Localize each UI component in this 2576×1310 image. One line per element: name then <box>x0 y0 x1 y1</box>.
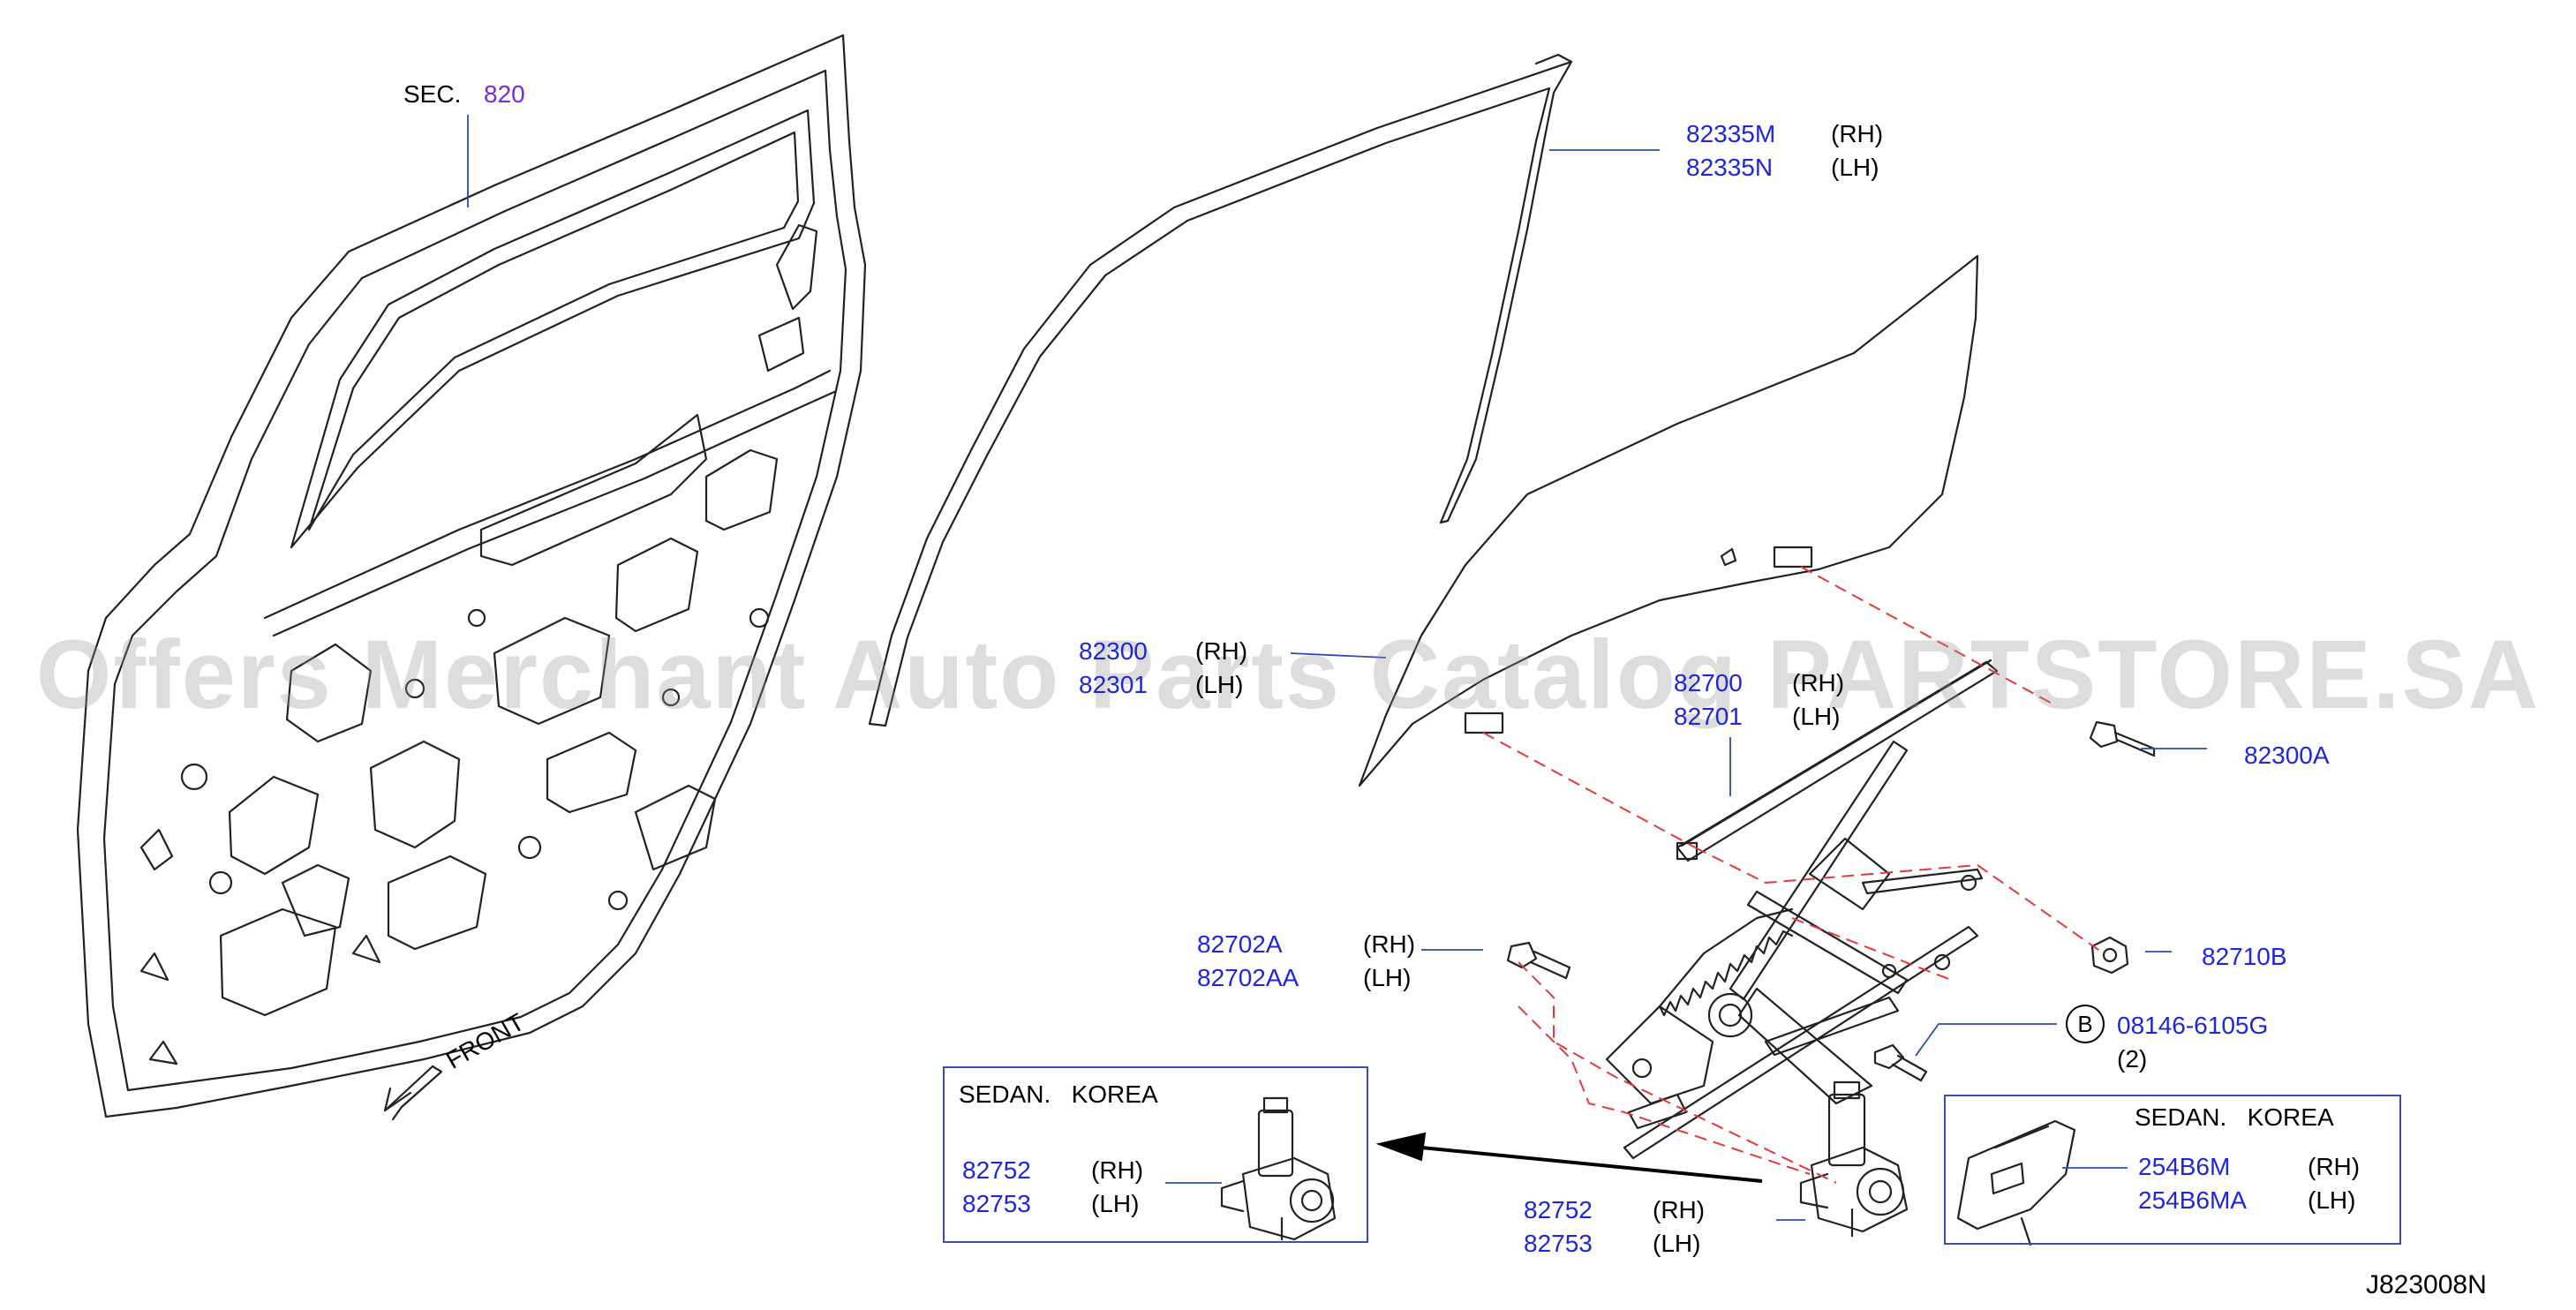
glass-bolt-82300A <box>2089 720 2156 757</box>
part-number-82700[interactable]: 82700 <box>1674 669 1743 696</box>
part-number-82753[interactable]: 82753 <box>1524 1230 1593 1257</box>
box-module-drawing <box>1956 1119 2076 1246</box>
part-number-82710B[interactable]: 82710B <box>2202 943 2287 970</box>
side-lh: (LH) <box>1831 154 1879 181</box>
side-lh: (LH) <box>1653 1230 1701 1257</box>
side-lh: (LH) <box>2308 1186 2356 1214</box>
box-part-number-254B6MA[interactable]: 254B6MA <box>2138 1186 2247 1214</box>
side-lh: (LH) <box>1195 671 1244 698</box>
part-number-08146-6105G[interactable]: 08146-6105G <box>2117 1012 2269 1039</box>
box-part-number-82752[interactable]: 82752 <box>962 1156 1031 1184</box>
variant-box-motor-title: SEDAN. KOREA <box>959 1080 1158 1108</box>
variant-box-module <box>1944 1095 2401 1245</box>
side-lh: (LH) <box>1091 1190 1140 1217</box>
side-rh: (RH) <box>1831 120 1884 147</box>
box-motor-drawing <box>1220 1096 1337 1241</box>
nut-82710B <box>2090 936 2129 975</box>
door-glass <box>1358 254 1979 787</box>
quantity-label: (2) <box>2117 1045 2148 1073</box>
dashed-alignment-lines <box>1482 566 2102 1184</box>
bolt-08146-6105G <box>1873 1043 1928 1082</box>
regulator-bolt-82702A <box>1506 941 1571 980</box>
side-rh: (RH) <box>1792 669 1845 696</box>
leader-lines <box>467 115 2207 1221</box>
side-rh: (RH) <box>2308 1153 2361 1180</box>
part-number-82335N[interactable]: 82335N <box>1686 154 1774 181</box>
side-lh: (LH) <box>1363 964 1412 991</box>
side-rh: (RH) <box>1653 1196 1706 1223</box>
fastener-marker-b: B <box>2066 1005 2105 1043</box>
part-number-82702A[interactable]: 82702A <box>1197 930 1283 958</box>
part-number-82300A[interactable]: 82300A <box>2244 742 2330 769</box>
part-number-82301[interactable]: 82301 <box>1079 671 1148 698</box>
side-rh: (RH) <box>1195 637 1248 665</box>
side-rh: (RH) <box>1363 930 1416 958</box>
callout-arrow <box>1375 1132 1763 1183</box>
regulator-motor <box>1799 1080 1909 1238</box>
part-number-82701[interactable]: 82701 <box>1674 703 1743 730</box>
part-number-82300[interactable]: 82300 <box>1079 637 1148 665</box>
glass-run-weatherstrip <box>868 53 1573 727</box>
part-number-82752[interactable]: 82752 <box>1524 1196 1593 1223</box>
part-number-82702AA[interactable]: 82702AA <box>1197 964 1299 991</box>
section-prefix: SEC. <box>403 80 462 108</box>
section-number-link[interactable]: 820 <box>484 80 525 108</box>
variant-box-module-title: SEDAN. KOREA <box>2135 1103 2334 1131</box>
box-part-number-82753[interactable]: 82753 <box>962 1190 1031 1217</box>
side-rh: (RH) <box>1091 1156 1144 1184</box>
diagram-id: J823008N <box>2366 1270 2487 1299</box>
box-part-number-254B6M[interactable]: 254B6M <box>2138 1153 2231 1180</box>
front-arrow <box>383 1065 443 1121</box>
door-panel <box>76 34 867 1118</box>
part-number-82335M[interactable]: 82335M <box>1686 120 1776 147</box>
window-regulator <box>1605 659 1999 1160</box>
variant-box-motor <box>943 1066 1368 1243</box>
side-lh: (LH) <box>1792 703 1841 730</box>
